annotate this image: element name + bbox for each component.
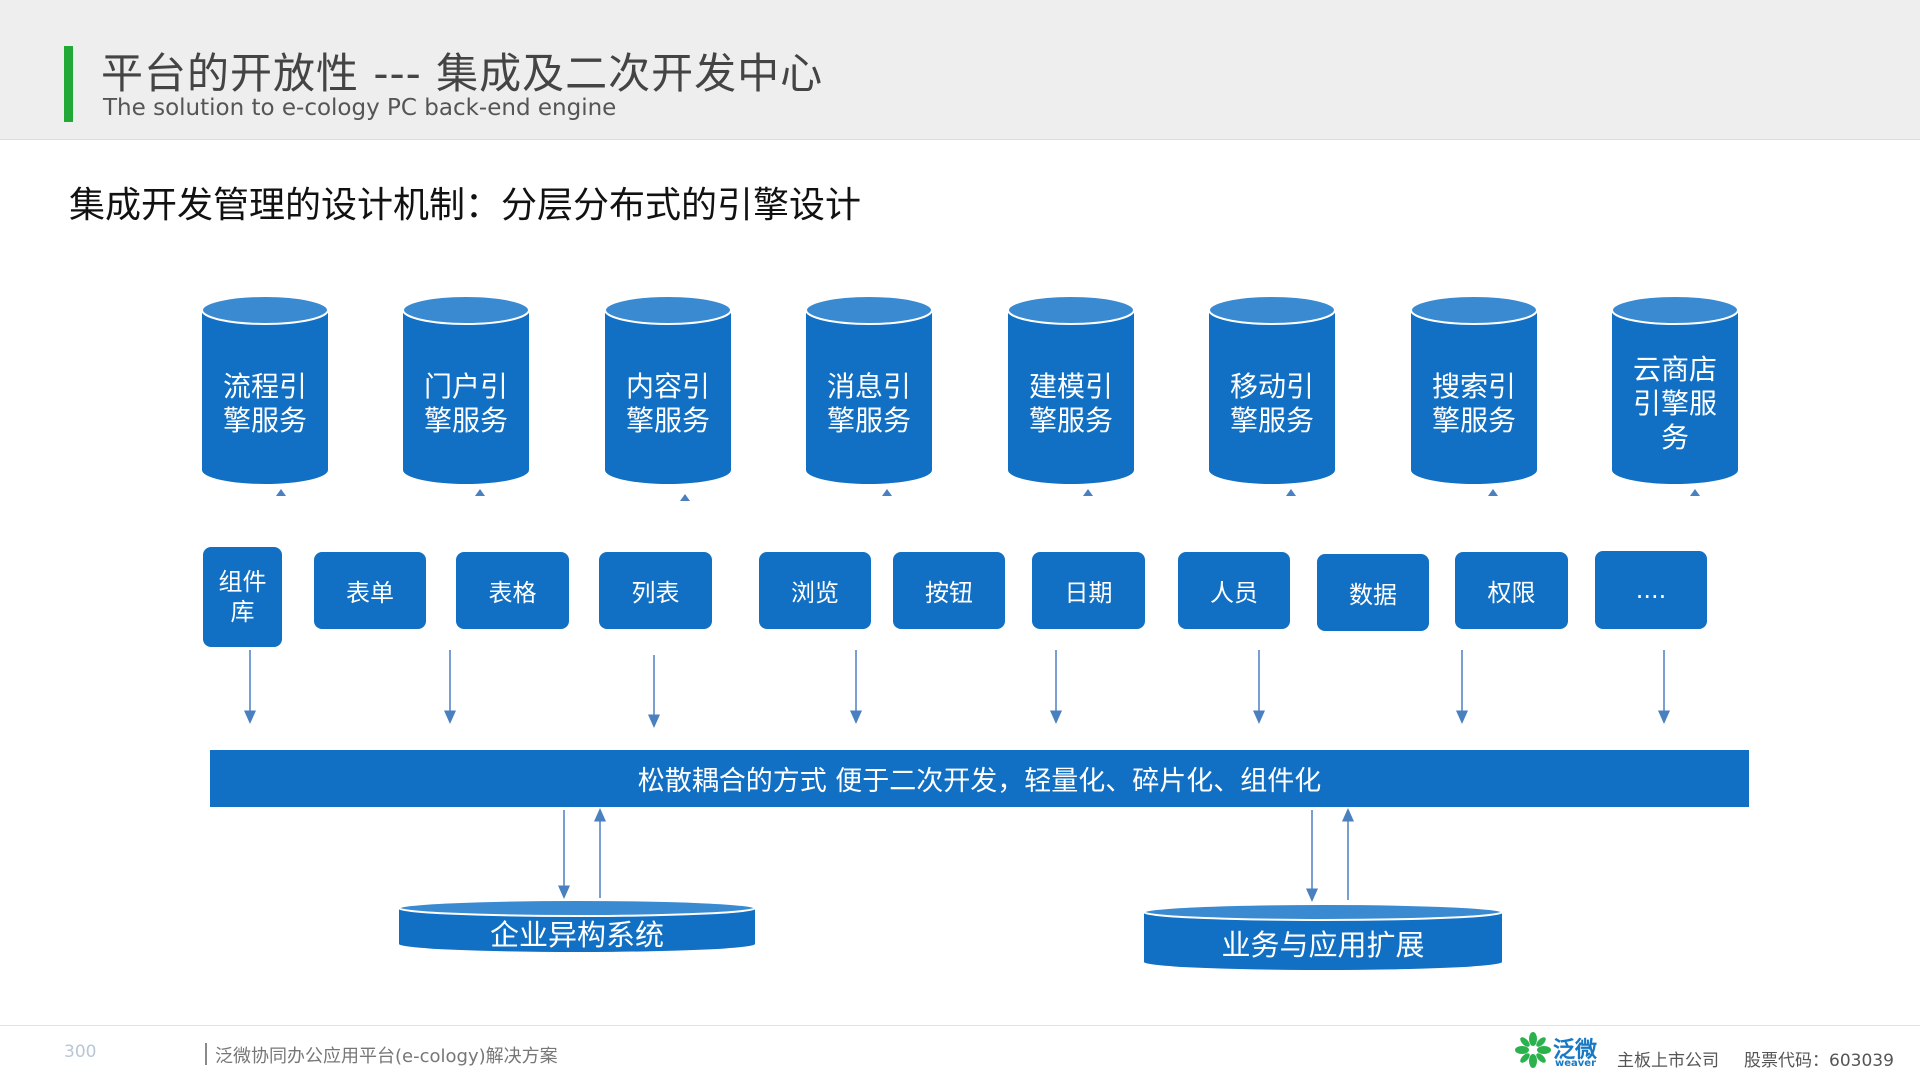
engine-cylinder: 流程引擎服务 [201, 294, 329, 486]
engine-label: 云商店引擎服务 [1632, 353, 1717, 454]
logo-text-en: weaver [1555, 1058, 1597, 1069]
footer-divider [0, 1025, 1920, 1026]
weaver-logo: 泛微 weaver [1515, 1030, 1601, 1074]
engine-cylinder: 移动引擎服务 [1208, 294, 1336, 486]
up-arrowhead [680, 494, 690, 501]
cylinder-shape [1208, 295, 1336, 484]
component-label: 表单 [346, 579, 394, 607]
component-label: 组件库 [218, 568, 267, 626]
disc-shape [398, 899, 756, 952]
up-arrowhead [1083, 489, 1093, 496]
component-table: 表格 [456, 552, 569, 629]
up-arrowhead [1286, 489, 1296, 496]
page-number: 300 [64, 1042, 97, 1062]
up-arrowhead [882, 489, 892, 496]
up-arrowhead [1690, 489, 1700, 496]
engine-cylinder: 建模引擎服务 [1007, 294, 1135, 486]
engine-label: 建模引擎服务 [1028, 370, 1113, 437]
engine-label: 门户引擎服务 [423, 370, 508, 437]
loose-coupling-band: 松散耦合的方式 便于二次开发，轻量化、碎片化、组件化 [210, 750, 1749, 807]
component-label: 表格 [488, 579, 537, 607]
stock-code: 股票代码：603039 [1744, 1051, 1894, 1071]
page-subtitle: The solution to e-cology PC back-end eng… [103, 95, 617, 121]
weaver-logo-icon [1515, 1032, 1551, 1068]
component-list: 列表 [599, 552, 712, 629]
component-date: 日期 [1032, 552, 1145, 629]
header: 平台的开放性 --- 集成及二次开发中心 The solution to e-c… [0, 0, 1920, 140]
up-arrowhead [1488, 489, 1498, 496]
disc-business-extension: 业务与应用扩展 [1142, 902, 1504, 972]
cylinder-shape [604, 295, 732, 484]
disc-shape [1143, 903, 1503, 970]
cylinder-shape [1410, 295, 1538, 484]
component-browse: 浏览 [759, 552, 871, 629]
cylinder-shape [1611, 295, 1739, 484]
engine-cylinder: 消息引擎服务 [805, 294, 933, 486]
component-more: .... [1595, 551, 1707, 629]
engine-label: 流程引擎服务 [222, 370, 307, 437]
component-button: 按钮 [893, 552, 1005, 629]
engine-cylinder: 云商店引擎服务 [1611, 294, 1739, 486]
cylinder-shape [402, 295, 530, 484]
engine-label: 搜索引擎服务 [1431, 370, 1516, 437]
engine-cylinder: 内容引擎服务 [604, 294, 732, 486]
engine-label: 移动引擎服务 [1229, 370, 1314, 437]
logo-text-cn: 泛微 [1553, 1038, 1598, 1063]
cylinder-shape [1007, 295, 1135, 484]
disc-label-left: 企业异构系统 [489, 918, 664, 952]
header-accent-bar [64, 46, 73, 122]
up-arrowhead [475, 489, 485, 496]
component-label: 按钮 [925, 579, 973, 607]
component-label: 数据 [1349, 581, 1397, 609]
component-label: .... [1635, 576, 1667, 604]
cylinder-shape [805, 295, 933, 484]
listed-company-text: 主板上市公司 [1617, 1051, 1719, 1071]
cylinder-shape [201, 295, 329, 484]
component-label: 日期 [1064, 579, 1113, 607]
component-label: 人员 [1210, 579, 1258, 607]
engine-cylinder: 搜索引擎服务 [1410, 294, 1538, 486]
component-data: 数据 [1317, 554, 1429, 631]
component-label: 列表 [631, 579, 680, 607]
engine-label: 消息引擎服务 [826, 370, 911, 437]
engine-cylinder: 门户引擎服务 [402, 294, 530, 486]
section-heading: 集成开发管理的设计机制：分层分布式的引擎设计 [69, 185, 862, 226]
footer-text: 泛微协同办公应用平台(e-cology)解决方案 [215, 1046, 558, 1067]
component-form: 表单 [314, 552, 426, 629]
page-title: 平台的开放性 --- 集成及二次开发中心 [101, 49, 824, 98]
component-label: 浏览 [791, 579, 839, 607]
component-person: 人员 [1178, 552, 1290, 629]
disc-heterogeneous-systems: 企业异构系统 [397, 898, 757, 954]
component-permission: 权限 [1455, 552, 1568, 629]
component-label: 权限 [1487, 579, 1536, 607]
disc-label-right: 业务与应用扩展 [1221, 928, 1425, 962]
footer-separator [205, 1043, 207, 1065]
engine-label: 内容引擎服务 [625, 370, 710, 437]
up-arrowhead [276, 489, 286, 496]
component-library: 组件库 [203, 547, 282, 647]
